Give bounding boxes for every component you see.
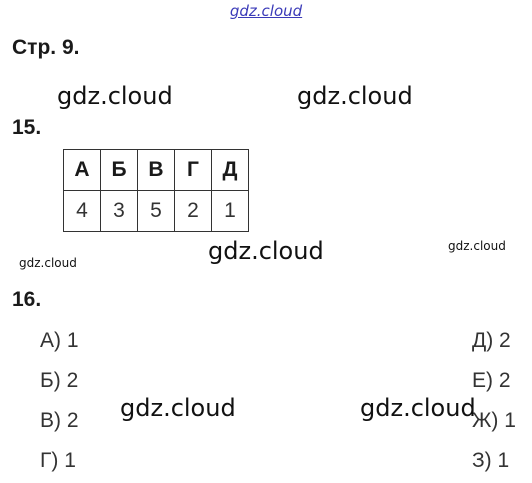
watermark-top: gdz.cloud — [229, 2, 303, 20]
page-heading: Стр. 9. — [12, 36, 80, 59]
watermark: gdz.cloud — [57, 82, 173, 110]
watermark: gdz.cloud — [19, 256, 77, 270]
watermark: gdz.cloud — [360, 394, 476, 422]
table-header-cell: Б — [100, 149, 138, 191]
answer-table-value-row: 4 3 5 2 1 — [63, 190, 249, 232]
answer-table: А Б В Г Д 4 3 5 2 1 — [63, 149, 249, 232]
watermark: gdz.cloud — [208, 237, 324, 265]
answer-item: Г) 1 — [40, 449, 76, 472]
answer-item: З) 1 — [472, 449, 510, 472]
task-15-number: 15. — [12, 116, 42, 139]
answer-item: Е) 2 — [472, 369, 511, 392]
table-value-cell: 4 — [63, 190, 101, 232]
table-value-cell: 3 — [100, 190, 138, 232]
answer-item: Б) 2 — [40, 369, 79, 392]
answer-item: Ж) 1 — [472, 409, 516, 432]
answer-item: Д) 2 — [472, 329, 511, 352]
table-value-cell: 2 — [174, 190, 212, 232]
table-value-cell: 5 — [137, 190, 175, 232]
watermark: gdz.cloud — [297, 82, 413, 110]
table-value-cell: 1 — [211, 190, 249, 232]
watermark: gdz.cloud — [448, 239, 506, 253]
task-16-number: 16. — [12, 288, 42, 311]
table-header-cell: Д — [211, 149, 249, 191]
table-header-cell: В — [137, 149, 175, 191]
answer-table-header-row: А Б В Г Д — [63, 149, 249, 191]
watermark: gdz.cloud — [120, 394, 236, 422]
answer-item: В) 2 — [40, 409, 79, 432]
answer-item: А) 1 — [40, 329, 79, 352]
table-header-cell: Г — [174, 149, 212, 191]
table-header-cell: А — [63, 149, 101, 191]
